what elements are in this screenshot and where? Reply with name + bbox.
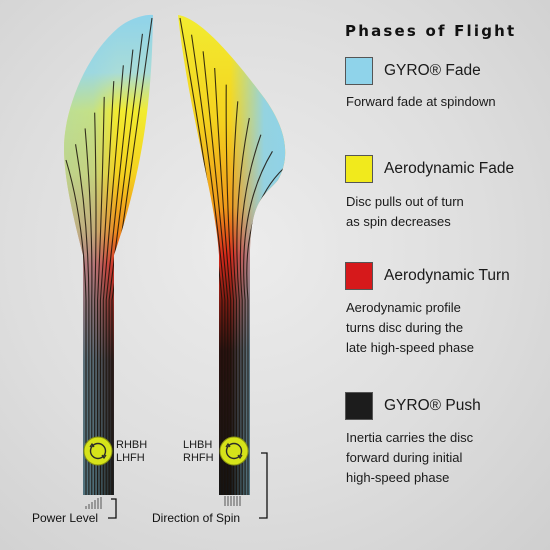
flight-path-line [202,51,229,495]
right-flight-shape [178,15,286,495]
flight-path-line [225,84,235,495]
legend-swatch-aerodynamic-fade [345,155,373,183]
spin-direction-icon [224,496,241,506]
right-label-line2: RHFH [183,452,214,464]
left-label-line2: LHFH [116,452,145,464]
legend-swatch-gyro-fade [345,57,373,85]
legend-name: GYRO® Push [384,397,481,414]
flight-path-line [94,112,97,496]
left-flight-shape [64,14,153,496]
flight-path-line [84,128,93,496]
flight-path-line [65,159,87,496]
flight-path-line [236,117,250,495]
flight-path-line [239,134,262,495]
legend-desc: late high-speed phase [346,340,474,355]
power-level-bars-icon [85,497,102,509]
flight-path-line [105,49,134,496]
legend-desc: Forward fade at spindown [346,94,496,109]
power-level-label: Power Level [32,511,99,525]
legend-desc: Inertia carries the disc [346,430,474,445]
spin-bracket [259,452,268,519]
flight-path-line [243,151,273,495]
flight-path-line [75,144,90,496]
legend-desc: high-speed phase [346,470,450,485]
flight-path-line [191,34,226,495]
legend-name: Aerodynamic Turn [384,267,510,284]
flight-path-line [214,67,232,495]
direction-of-spin-label: Direction of Spin [152,511,241,525]
legend-desc: Disc pulls out of turn [346,194,464,209]
power-level-bracket [108,498,117,519]
legend-desc: forward during initial [346,450,463,465]
legend-swatch-gyro-push [345,392,373,420]
disc-spin-icon [83,436,113,466]
legend-swatch-aerodynamic-turn [345,262,373,290]
left-label-line1: RHBH [116,439,148,451]
legend-name: GYRO® Fade [384,62,481,79]
page-title: Phases of Flight [345,22,517,40]
legend-desc: as spin decreases [346,214,451,229]
right-label-line1: LHBH [183,439,213,451]
flight-path-line [108,33,143,496]
flight-path-line [111,17,153,496]
legend-desc: Aerodynamic profile [346,300,461,315]
flight-path-line [99,81,115,496]
legend-desc: turns disc during the [346,320,464,335]
flight-path-line [102,65,124,496]
legend-name: Aerodynamic Fade [384,160,515,177]
flight-path-line [232,101,239,495]
disc-spin-icon [219,436,249,466]
flight-path-line [246,167,285,495]
flight-path-line [97,96,105,496]
